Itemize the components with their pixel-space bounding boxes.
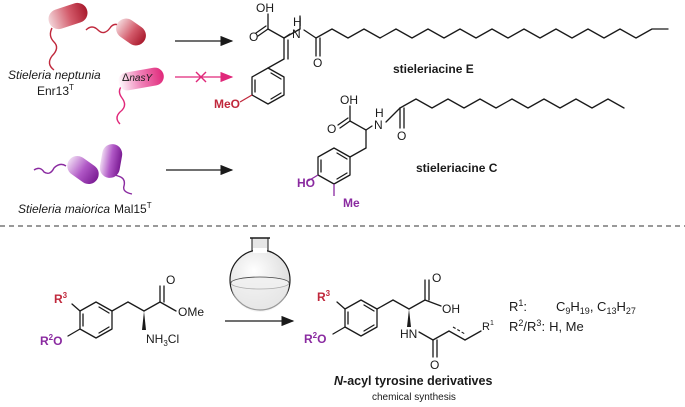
c-amide-o-label: O: [397, 129, 406, 143]
bacterium-maiorica-2-icon: [99, 144, 133, 195]
c-oh-label: OH: [340, 93, 358, 107]
product-amide-o: O: [430, 358, 439, 372]
organism-neptunia-strain: Enr13T: [37, 83, 74, 98]
c-o-label: O: [327, 122, 336, 136]
structure-product: [332, 279, 482, 358]
product-title: N-acyl tyrosine derivatives: [334, 374, 492, 388]
legend-r2-r3: R2/R3:H, Me: [509, 318, 584, 334]
bacterium-neptunia-1-icon: [48, 2, 88, 71]
compound-name-e: stieleriacine E: [393, 62, 474, 76]
bacterium-neptunia-2-icon: [85, 18, 146, 46]
reactant-r3-label: R3: [54, 291, 68, 306]
c-h-label: H: [375, 106, 384, 120]
reactant-r2o-label: R2O: [40, 333, 62, 348]
c-me-label: Me: [343, 196, 360, 210]
c-ho-label: HO: [297, 176, 315, 190]
e-h-label: H: [293, 15, 302, 29]
product-carbonyl-o: O: [432, 271, 441, 285]
compound-name-c: stieleriacine C: [416, 161, 498, 175]
round-bottom-flask-icon: [229, 237, 291, 312]
e-oh-label: OH: [256, 1, 274, 15]
structure-reactant: [67, 285, 177, 339]
structure-stieleriacine-e: [239, 13, 669, 105]
organism-neptunia-name: Stieleria neptunia: [8, 68, 101, 82]
e-amide-o-label: O: [313, 56, 322, 70]
product-r1-label: R1: [482, 320, 494, 333]
product-oh-label: OH: [442, 302, 460, 316]
e-meo-label: MeO: [214, 97, 240, 111]
cross-mark-icon: [195, 71, 207, 83]
reactant-carbonyl-o: O: [166, 273, 175, 287]
reactant-ome-label: OMe: [178, 305, 204, 319]
bacterium-maiorica-1-icon: [33, 155, 99, 185]
product-hn-label: HN: [400, 327, 417, 341]
reactant-nh3cl-label: NH3Cl: [146, 332, 179, 348]
c-n-label: N: [374, 118, 383, 132]
e-n-label: N: [292, 27, 301, 41]
product-r3-label: R3: [317, 289, 331, 304]
legend-r1: R1:C9H19, C13H27: [509, 298, 636, 316]
structure-stieleriacine-c: [307, 98, 625, 196]
mutant-label: ΔnasY: [122, 72, 153, 84]
bacterium-mutant-icon: [116, 67, 164, 125]
product-subtitle: chemical synthesis: [372, 392, 456, 403]
product-r2o-label: R2O: [304, 331, 326, 346]
e-o-label: O: [249, 30, 258, 44]
